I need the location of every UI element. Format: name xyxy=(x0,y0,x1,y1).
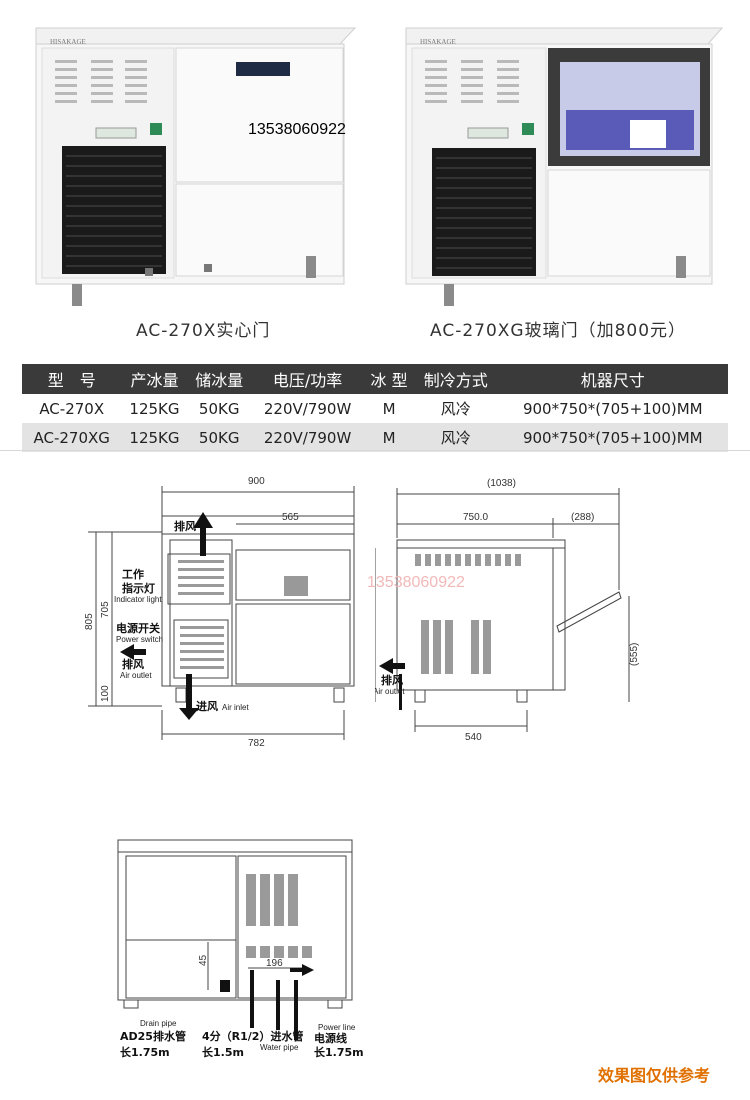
label-power-cn: 电源开关 xyxy=(116,621,160,635)
product-photos: 13538060922 xyxy=(35,27,724,306)
label-inlet-cn: 进风 xyxy=(196,699,218,713)
label-water-en: Water pipe xyxy=(260,1043,299,1052)
label-outlet-cn: 排风 xyxy=(122,657,144,671)
watermark-phone-drawing: 13538060922 xyxy=(367,574,465,591)
label-power-line-en: Power line xyxy=(318,1023,356,1032)
table-row: AC-270XG 125KG 50KG 220V/790W M 风冷 900*7… xyxy=(22,423,728,452)
dim-back-45: 45 xyxy=(198,954,209,966)
cell-ice-storage: 50KG xyxy=(198,399,240,418)
cell-ice-type: M xyxy=(364,423,414,452)
label-drain-en: Drain pipe xyxy=(140,1019,177,1028)
label-side-outlet-cn: 排风 xyxy=(381,673,403,687)
cell-voltage-power: 220V/790W xyxy=(263,399,352,418)
header-voltage-power: 电压/功率 xyxy=(250,364,365,394)
dim-side-door-open: (288) xyxy=(571,512,594,523)
cell-dimensions: 900*750*(705+100)MM xyxy=(522,399,703,418)
dim-back-196: 196 xyxy=(266,958,283,969)
dim-front-body: 705 xyxy=(100,601,111,618)
machine-glass-door-image xyxy=(405,27,724,306)
cell-model: AC-270X xyxy=(39,399,105,418)
label-water-length: 长1.5m xyxy=(202,1045,244,1059)
label-indicator-cn-2: 指示灯 xyxy=(122,581,155,595)
label-drain-cn: AD25排水管 xyxy=(120,1029,186,1043)
section-divider xyxy=(0,450,750,451)
cell-ice-type: M xyxy=(382,399,396,418)
front-view-drawing: 900 565 805 705 100 782 排风 工作 指示灯 Indica… xyxy=(84,476,355,749)
label-outlet-en: Air outlet xyxy=(120,671,152,680)
label-indicator-cn-1: 工作 xyxy=(122,567,144,581)
cell-ice-output: 125KG xyxy=(121,423,188,452)
header-ice-output: 产冰量 xyxy=(121,364,188,394)
watermark-phone-top: 13538060922 xyxy=(248,121,346,138)
table-row: AC-270X 125KG 50KG 220V/790W M 风冷 900*75… xyxy=(22,394,728,423)
cell-cooling: 风冷 xyxy=(413,423,498,452)
machine-solid-door-image xyxy=(35,27,357,306)
brand-label-right: HISAKAGE xyxy=(420,38,456,46)
dim-side-depth: 750.0 xyxy=(463,512,488,523)
spec-table: 型 号 产冰量 储冰量 电压/功率 冰 型 制冷方式 机器尺寸 AC-270X … xyxy=(22,364,728,452)
label-power-line-cn: 电源线 xyxy=(314,1031,347,1045)
cell-dimensions: 900*750*(705+100)MM xyxy=(497,423,728,452)
dim-side-total: (1038) xyxy=(487,478,516,489)
header-dimensions: 机器尺寸 xyxy=(497,364,728,394)
caption-glass-door: AC-270XG玻璃门（加800元） xyxy=(430,321,687,341)
cell-ice-storage: 50KG xyxy=(187,423,251,452)
cell-ice-output: 125KG xyxy=(129,399,180,418)
dim-front-legs: 100 xyxy=(100,685,111,702)
dim-front-bottom: 782 xyxy=(248,738,265,749)
dim-side-open-height: (555) xyxy=(629,643,640,666)
cell-cooling: 风冷 xyxy=(440,400,471,418)
caption-solid-door: AC-270X实心门 xyxy=(136,321,271,341)
label-drain-length: 长1.75m xyxy=(120,1045,170,1059)
header-ice-storage: 储冰量 xyxy=(187,364,251,394)
label-side-outlet-en: Air outlet xyxy=(375,687,405,696)
dim-front-door: 565 xyxy=(282,512,299,523)
header-cooling: 制冷方式 xyxy=(413,364,498,394)
header-ice-type: 冰 型 xyxy=(364,364,414,394)
label-exhaust-top: 排风 xyxy=(174,519,196,533)
dim-front-height: 805 xyxy=(84,613,95,630)
cell-voltage-power: 220V/790W xyxy=(250,423,365,452)
label-indicator-en: Indicator light xyxy=(114,595,162,604)
side-view-drawing: (1038) 750.0 (288) 705 100 (555) 540 排风 … xyxy=(375,478,640,743)
spec-table-header: 型 号 产冰量 储冰量 电压/功率 冰 型 制冷方式 机器尺寸 xyxy=(22,364,728,394)
dim-side-base: 540 xyxy=(465,732,482,743)
label-inlet-en: Air inlet xyxy=(222,703,249,712)
label-water-cn: 4分（R1/2）进水管 xyxy=(202,1029,303,1043)
cell-model: AC-270XG xyxy=(22,423,122,452)
back-view-drawing: 45 196 Drain pipe AD25排水管 长1.75m 4分（R1/2… xyxy=(117,839,364,1059)
dim-front-width: 900 xyxy=(248,476,265,487)
label-power-en: Power switch xyxy=(116,635,163,644)
footnote: 效果图仅供参考 xyxy=(598,1066,711,1085)
brand-label-left: HISAKAGE xyxy=(50,38,86,46)
header-model: 型 号 xyxy=(22,364,122,394)
label-power-line-length: 长1.75m xyxy=(314,1045,364,1059)
